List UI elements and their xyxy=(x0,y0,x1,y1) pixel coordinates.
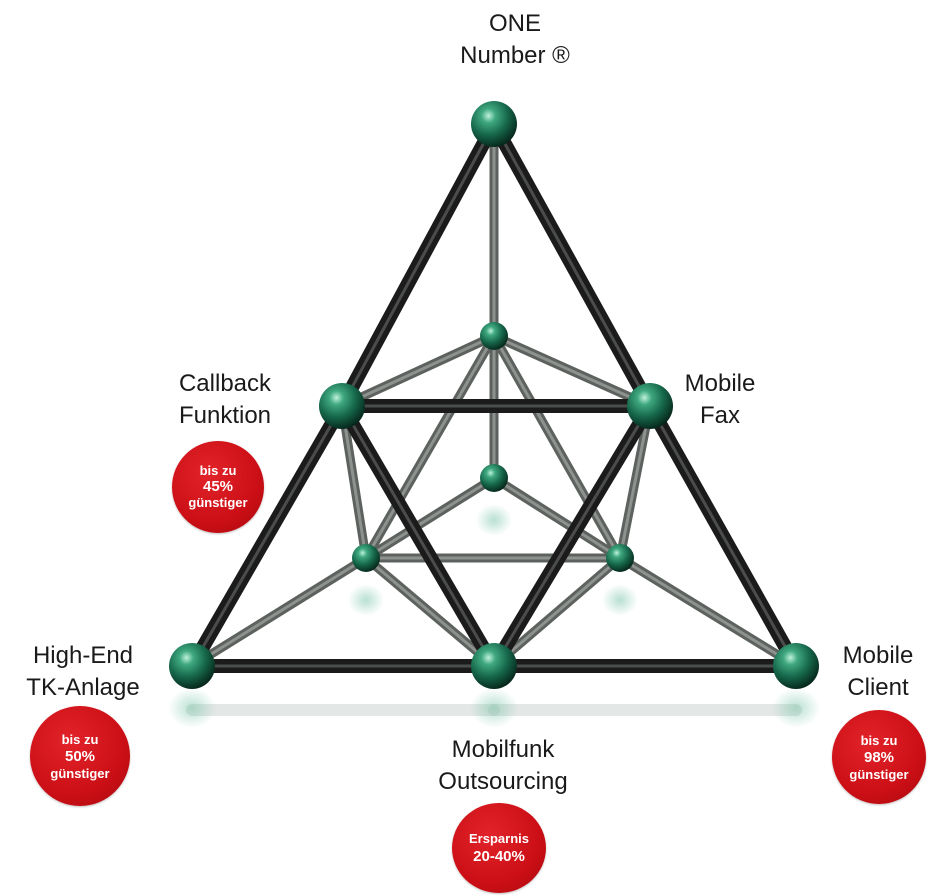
inner-rod-highlight xyxy=(340,334,496,408)
reflection-sphere xyxy=(772,688,820,728)
reflection-sphere xyxy=(476,504,512,536)
node-sphere xyxy=(471,101,517,147)
node-sphere xyxy=(169,643,215,689)
outer-rod-highlight xyxy=(492,122,652,408)
reflection-sphere xyxy=(348,584,384,616)
inner-node-sphere xyxy=(352,544,380,572)
floor-reflection xyxy=(168,504,820,728)
inner-rod-highlight xyxy=(618,404,652,560)
connecting-rods xyxy=(185,117,803,673)
node-sphere xyxy=(627,383,673,429)
outer-rod-highlight xyxy=(492,404,652,668)
inner-rod-highlight xyxy=(340,404,368,560)
inner-node-sphere xyxy=(480,322,508,350)
node-spheres xyxy=(169,101,819,689)
inner-rod-highlight xyxy=(492,476,622,560)
inner-rod-highlight xyxy=(364,556,496,668)
reflection-sphere xyxy=(168,688,216,728)
outer-rod-highlight xyxy=(190,404,344,668)
node-sphere xyxy=(471,643,517,689)
outer-rod-highlight xyxy=(340,122,496,408)
reflection-sphere xyxy=(470,688,518,728)
inner-node-sphere xyxy=(480,464,508,492)
inner-node-sphere xyxy=(606,544,634,572)
outer-rod-highlight xyxy=(340,404,496,668)
inner-rod-highlight xyxy=(492,556,622,668)
inner-rod-highlight xyxy=(364,334,496,560)
reflection-sphere xyxy=(602,584,638,616)
inner-rod-highlight xyxy=(364,476,496,560)
node-sphere xyxy=(319,383,365,429)
inner-rod-highlight xyxy=(190,556,368,668)
inner-rod-highlight xyxy=(618,556,798,668)
node-sphere xyxy=(773,643,819,689)
outer-rod-highlight xyxy=(648,404,798,668)
inner-rod-highlight xyxy=(492,334,652,408)
inner-rod-highlight xyxy=(492,334,622,560)
